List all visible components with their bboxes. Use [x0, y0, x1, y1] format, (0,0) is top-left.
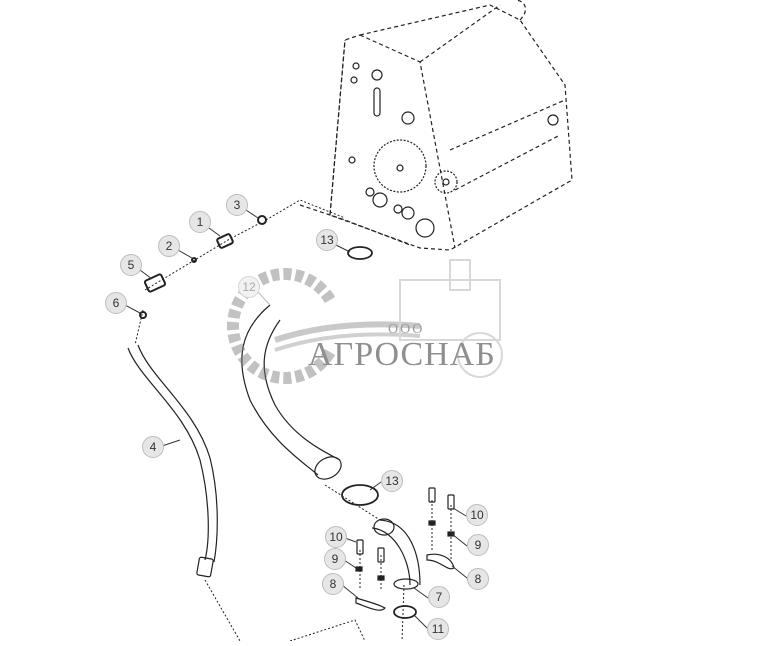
callout-8-left: 8: [322, 573, 344, 595]
leader-lines: [124, 209, 468, 629]
gears: [348, 62, 559, 238]
hose-clamp-13: [341, 484, 379, 506]
gearbox-housing: [299, 0, 573, 251]
callout-12: 12: [238, 276, 260, 298]
callout-9-right: 9: [467, 534, 489, 556]
callout-11: 11: [427, 618, 449, 640]
assembly-lines: [134, 199, 452, 642]
fitting-parts: [139, 215, 267, 319]
callout-3: 3: [226, 194, 248, 216]
hose-4: [127, 344, 218, 578]
callout-6: 6: [105, 292, 127, 314]
watermark-logo: [226, 259, 503, 384]
callout-1: 1: [189, 211, 211, 233]
callout-13-lower: 13: [381, 470, 403, 492]
elbow-7: [371, 518, 421, 590]
callout-9-left: 9: [324, 548, 346, 570]
callout-10-right: 10: [466, 504, 488, 526]
callout-4: 4: [142, 436, 164, 458]
callout-8-right: 8: [467, 568, 489, 590]
pipe-12: [241, 304, 342, 480]
watermark-prefix: ООО: [388, 322, 425, 337]
callout-10-left: 10: [325, 526, 347, 548]
o-ring-11: [393, 605, 417, 619]
callout-5: 5: [120, 254, 142, 276]
bolts-and-clamps: [355, 487, 455, 611]
callout-7: 7: [428, 586, 450, 608]
callout-13-upper: 13: [316, 229, 338, 251]
watermark-name: АГРОСНАБ: [308, 336, 496, 373]
callout-2: 2: [158, 235, 180, 257]
